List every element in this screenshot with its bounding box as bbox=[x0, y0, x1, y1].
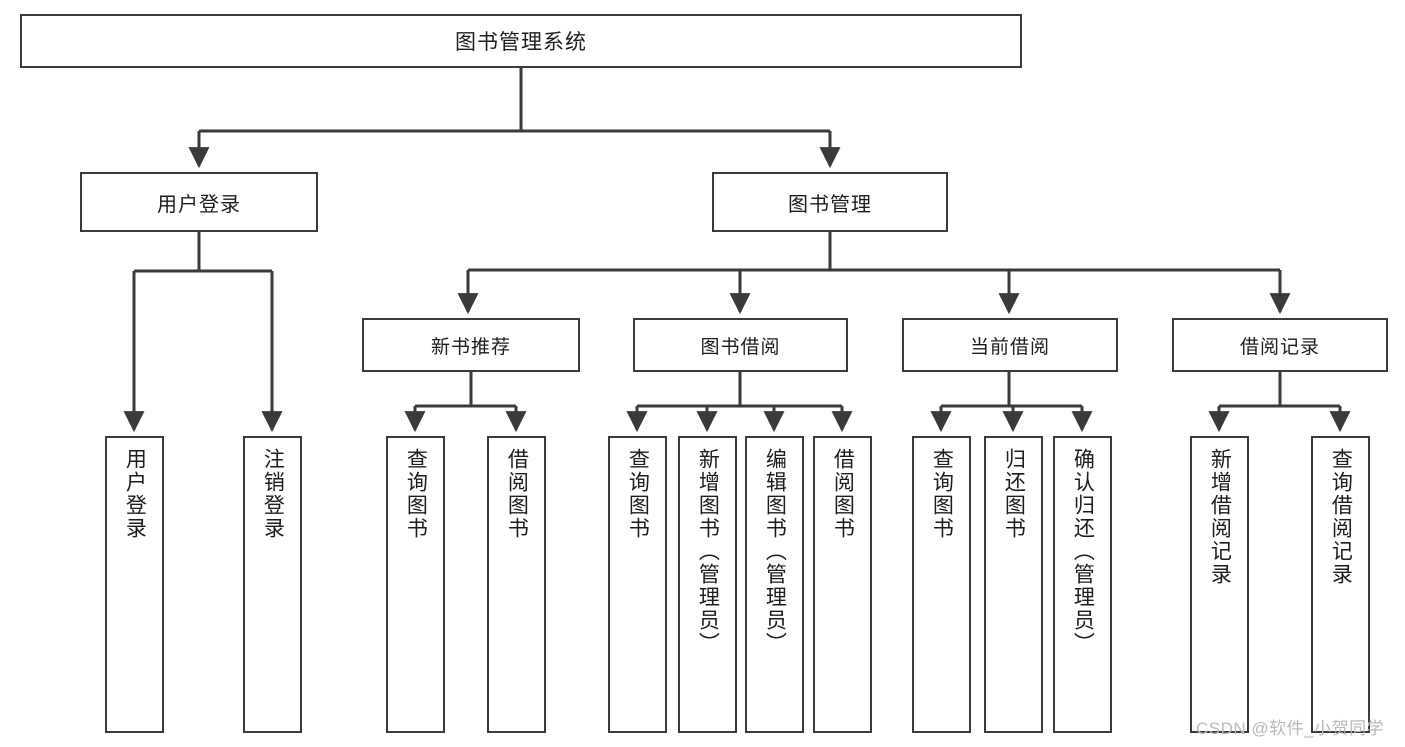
node-leaf-user-logout[interactable]: 注销登录 bbox=[243, 436, 302, 733]
node-leaf-user-login[interactable]: 用户登录 bbox=[105, 436, 164, 733]
node-leaf-add-book[interactable]: 新增图书（管理员） bbox=[678, 436, 737, 733]
node-leaf-borrow-book-1[interactable]: 借阅图书 bbox=[487, 436, 546, 733]
node-leaf-user-logout-label: 注销登录 bbox=[261, 448, 285, 540]
node-borrow-record-label: 借阅记录 bbox=[1239, 336, 1320, 358]
node-leaf-query-book-3[interactable]: 查询图书 bbox=[912, 436, 971, 733]
node-leaf-borrow-book-2-label: 借阅图书 bbox=[831, 448, 855, 540]
node-new-book-recommend-label: 新书推荐 bbox=[430, 336, 511, 358]
node-user-login[interactable]: 用户登录 bbox=[80, 172, 318, 232]
node-leaf-query-book-1[interactable]: 查询图书 bbox=[386, 436, 445, 733]
node-leaf-edit-book-label: 编辑图书（管理员） bbox=[763, 448, 787, 655]
node-leaf-confirm-return[interactable]: 确认归还（管理员） bbox=[1053, 436, 1112, 733]
node-leaf-return-book[interactable]: 归还图书 bbox=[984, 436, 1043, 733]
node-book-manage[interactable]: 图书管理 bbox=[712, 172, 948, 232]
node-leaf-borrow-book-2[interactable]: 借阅图书 bbox=[813, 436, 872, 733]
node-leaf-query-borrow-record[interactable]: 查询借阅记录 bbox=[1311, 436, 1370, 733]
node-book-manage-label: 图书管理 bbox=[788, 193, 872, 216]
node-leaf-query-borrow-record-label: 查询借阅记录 bbox=[1329, 448, 1353, 586]
node-leaf-return-book-label: 归还图书 bbox=[1002, 448, 1026, 540]
node-leaf-query-book-1-label: 查询图书 bbox=[404, 448, 428, 540]
csdn-watermark: CSDN @软件_小贺同学 bbox=[1196, 719, 1385, 738]
node-book-borrow-label: 图书借阅 bbox=[700, 336, 781, 358]
node-leaf-user-login-label: 用户登录 bbox=[123, 448, 147, 540]
node-leaf-add-book-label: 新增图书（管理员） bbox=[696, 448, 720, 655]
node-leaf-edit-book[interactable]: 编辑图书（管理员） bbox=[745, 436, 804, 733]
node-borrow-record[interactable]: 借阅记录 bbox=[1172, 318, 1388, 372]
node-leaf-borrow-book-1-label: 借阅图书 bbox=[505, 448, 529, 540]
node-root-label: 图书管理系统 bbox=[455, 31, 587, 54]
node-leaf-add-borrow-record[interactable]: 新增借阅记录 bbox=[1190, 436, 1249, 733]
node-root[interactable]: 图书管理系统 bbox=[20, 14, 1022, 68]
node-leaf-query-book-2[interactable]: 查询图书 bbox=[608, 436, 667, 733]
node-user-login-label: 用户登录 bbox=[157, 193, 241, 216]
node-current-borrow-label: 当前借阅 bbox=[969, 336, 1050, 358]
node-current-borrow[interactable]: 当前借阅 bbox=[902, 318, 1118, 372]
node-book-borrow[interactable]: 图书借阅 bbox=[633, 318, 848, 372]
node-leaf-query-book-2-label: 查询图书 bbox=[626, 448, 650, 540]
node-leaf-confirm-return-label: 确认归还（管理员） bbox=[1071, 448, 1095, 655]
node-new-book-recommend[interactable]: 新书推荐 bbox=[362, 318, 580, 372]
node-leaf-add-borrow-record-label: 新增借阅记录 bbox=[1208, 448, 1232, 586]
node-leaf-query-book-3-label: 查询图书 bbox=[930, 448, 954, 540]
